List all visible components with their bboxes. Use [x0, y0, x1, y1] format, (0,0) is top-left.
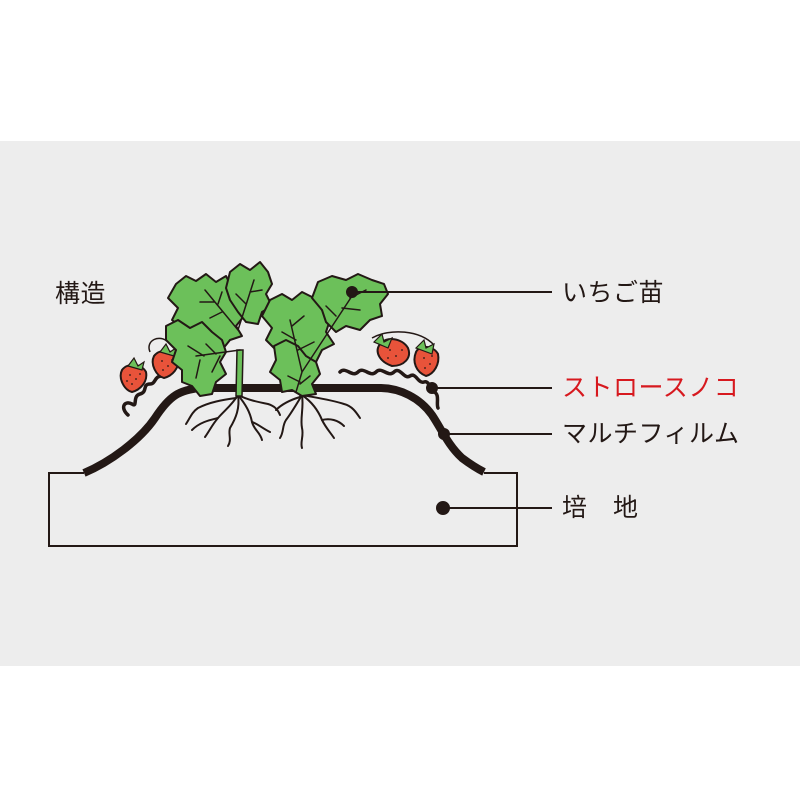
leaf-veins [187, 279, 263, 379]
label-mulch-film: マルチフィルム [562, 419, 740, 448]
diagram-title: 構造 [55, 279, 107, 308]
strawberry-icon [371, 331, 435, 368]
strawberry-icon [413, 338, 440, 378]
leaf-veins [281, 289, 367, 393]
leader-dot-straw-slat [426, 382, 438, 394]
leaf-icon [165, 261, 273, 397]
roots-icon [185, 394, 361, 449]
mulch-film-curve [82, 384, 486, 477]
leader-dot-medium [436, 501, 450, 515]
label-growing-medium: 培 地 [562, 493, 639, 522]
label-straw-slat: ストロースノコ [562, 373, 740, 402]
leader-lines [346, 286, 552, 515]
label-seedling: いちご苗 [562, 278, 665, 307]
growing-medium-box [48, 472, 518, 547]
strawberry-icon [151, 342, 180, 380]
leader-dot-mulch-film [438, 428, 450, 440]
leader-dot-seedling [346, 286, 358, 298]
leaf-icon [261, 273, 389, 397]
strawberry-icon [119, 337, 169, 394]
